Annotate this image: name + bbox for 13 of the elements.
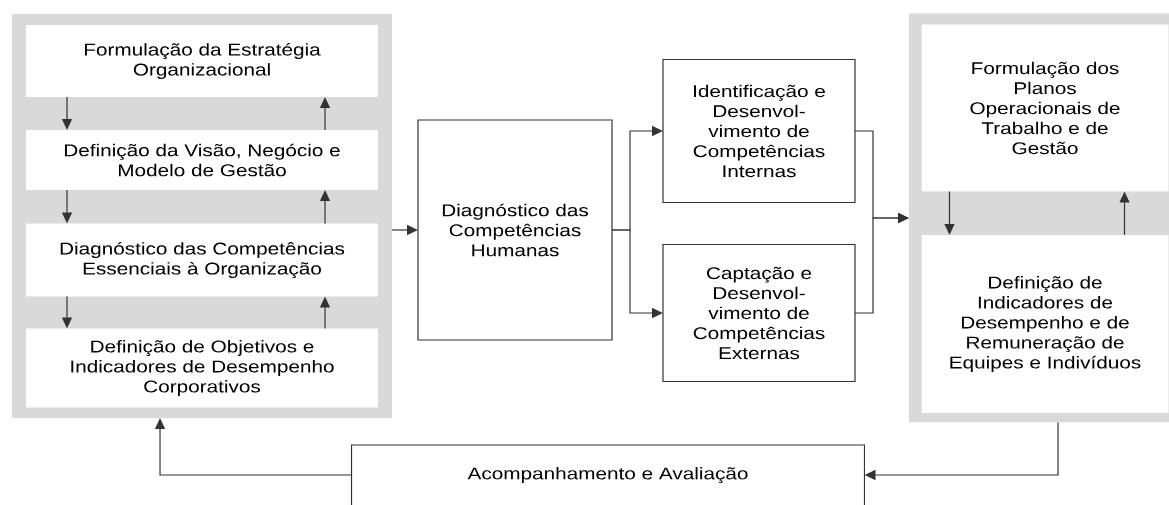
process-box: Diagnóstico das Competências Essenciais à Organização (26, 223, 378, 297)
process-box: Captação e Desenvol- vimento de Competências Externas (662, 243, 856, 383)
process-box: Diagnóstico das Competências Humanas (417, 119, 613, 341)
process-box: Identificação e Desenvol- vimento de Competências Internas (662, 58, 856, 204)
arrow (944, 190, 955, 235)
process-box: Acompanhamento e Avaliação (350, 444, 866, 505)
process-box: Definição da Visão, Negócio e Modelo de Gestão (26, 130, 378, 190)
process-box: Formulação dos Planos Operacionais de Trabalho e de Gestão (921, 24, 1169, 192)
arrow (854, 212, 909, 314)
process-box: Formulação da Estratégia Organizacional (26, 25, 378, 97)
arrow (154, 418, 353, 476)
process-box: Definição de Indicadores de Desempenho e de Remuneração de Equipes e Indivíduos (921, 235, 1169, 413)
process-box: Definição de Objetivos e Indicadores de Desempenho Corporativos (26, 328, 378, 408)
